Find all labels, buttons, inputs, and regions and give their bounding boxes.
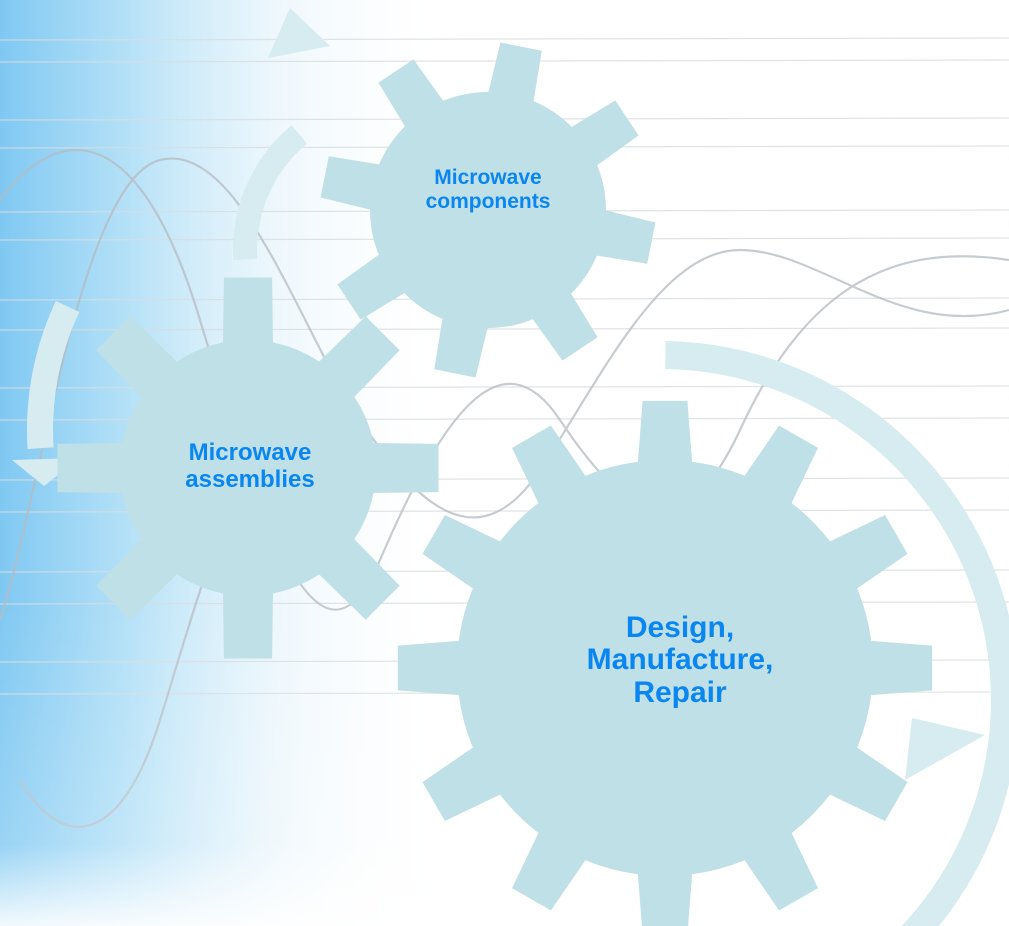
upper-left-arrow-head bbox=[268, 8, 330, 58]
gear-assemblies bbox=[57, 277, 439, 659]
gear-label-components: Microwave components bbox=[425, 166, 551, 213]
right-arrow-head bbox=[905, 718, 985, 780]
gear-components bbox=[320, 42, 656, 378]
right-arrow-shaft bbox=[665, 341, 1009, 926]
gear-label-design: Design, Manufacture, Repair bbox=[586, 611, 774, 709]
left-arrow-shaft bbox=[27, 300, 80, 450]
upper-left-arrow-shaft bbox=[233, 125, 308, 261]
gear-design bbox=[397, 400, 933, 926]
gear-label-assemblies: Microwave assemblies bbox=[185, 439, 315, 493]
